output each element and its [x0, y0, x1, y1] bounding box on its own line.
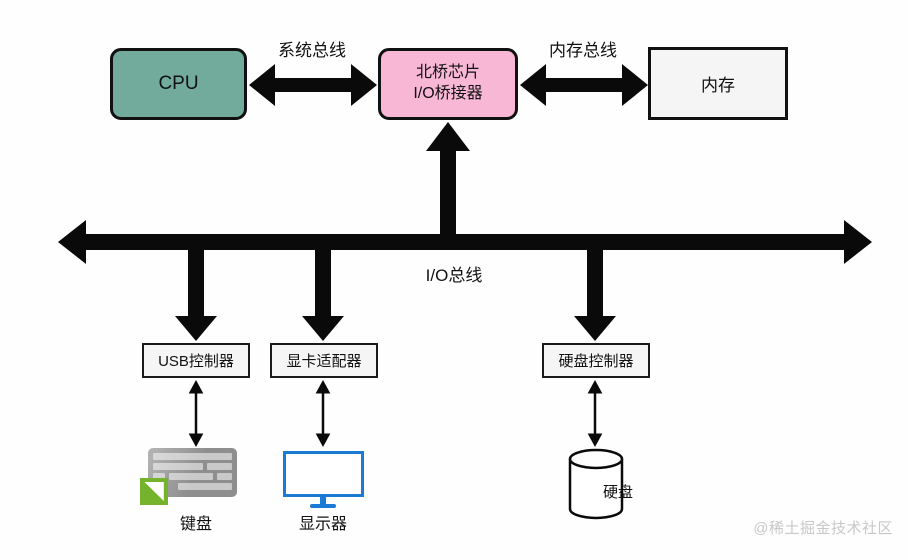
badge-triangle	[144, 482, 164, 501]
keyboard-key	[217, 473, 232, 480]
usb-controller-label: USB控制器	[158, 353, 234, 370]
memory-label: 内存	[701, 76, 735, 95]
monitor-stand-neck	[320, 497, 326, 505]
disk-controller-label: 硬盘控制器	[558, 353, 634, 370]
memory-bus-label: 内存总线	[549, 41, 617, 60]
gpu-adapter-node: 显卡适配器	[270, 343, 378, 378]
usb-to-keyboard-arrow	[188, 379, 204, 448]
memory-node: 内存	[648, 47, 788, 120]
system-bus-arrow	[249, 64, 377, 106]
controller-to-disk-arrow	[587, 379, 603, 448]
system-bus-label: 系统总线	[278, 41, 346, 60]
gpu-adapter-label: 显卡适配器	[286, 353, 362, 370]
watermark: @稀土掘金技术社区	[753, 520, 893, 537]
keyboard-key-row	[153, 453, 232, 460]
gpu-to-display-arrow	[315, 379, 331, 448]
bus-drop-disk-arrow	[574, 242, 616, 341]
monitor-stand-base	[310, 504, 336, 508]
display-label: 显示器	[298, 516, 347, 533]
usb-controller-node: USB控制器	[142, 343, 250, 378]
northbridge-label-line1: 北桥芯片	[415, 64, 480, 82]
cpu-node: CPU	[110, 48, 247, 120]
keyboard-green-badge-icon	[140, 478, 168, 505]
bus-drop-usb-arrow	[175, 242, 217, 341]
io-bus-label: I/O总线	[425, 266, 483, 285]
cylinder-disk-icon	[568, 448, 624, 520]
memory-bus-arrow	[520, 64, 648, 106]
cpu-label: CPU	[158, 73, 199, 94]
keyboard-key-row	[169, 473, 213, 480]
disk-controller-node: 硬盘控制器	[542, 343, 650, 378]
monitor-icon	[283, 451, 364, 497]
keyboard-key-row	[153, 463, 203, 470]
hard-disk-label: 硬盘	[602, 484, 633, 501]
northbridge-node: 北桥芯片 I/O桥接器	[378, 48, 518, 120]
io-bus-line	[58, 220, 872, 264]
bridge-to-bus-arrow	[426, 122, 470, 250]
keyboard-key	[207, 463, 232, 470]
keyboard-key-row	[178, 483, 232, 490]
bus-drop-gpu-arrow	[302, 242, 344, 341]
keyboard-label: 键盘	[179, 516, 212, 533]
northbridge-label-line2: I/O桥接器	[413, 85, 483, 102]
keyboard-key	[153, 473, 165, 480]
